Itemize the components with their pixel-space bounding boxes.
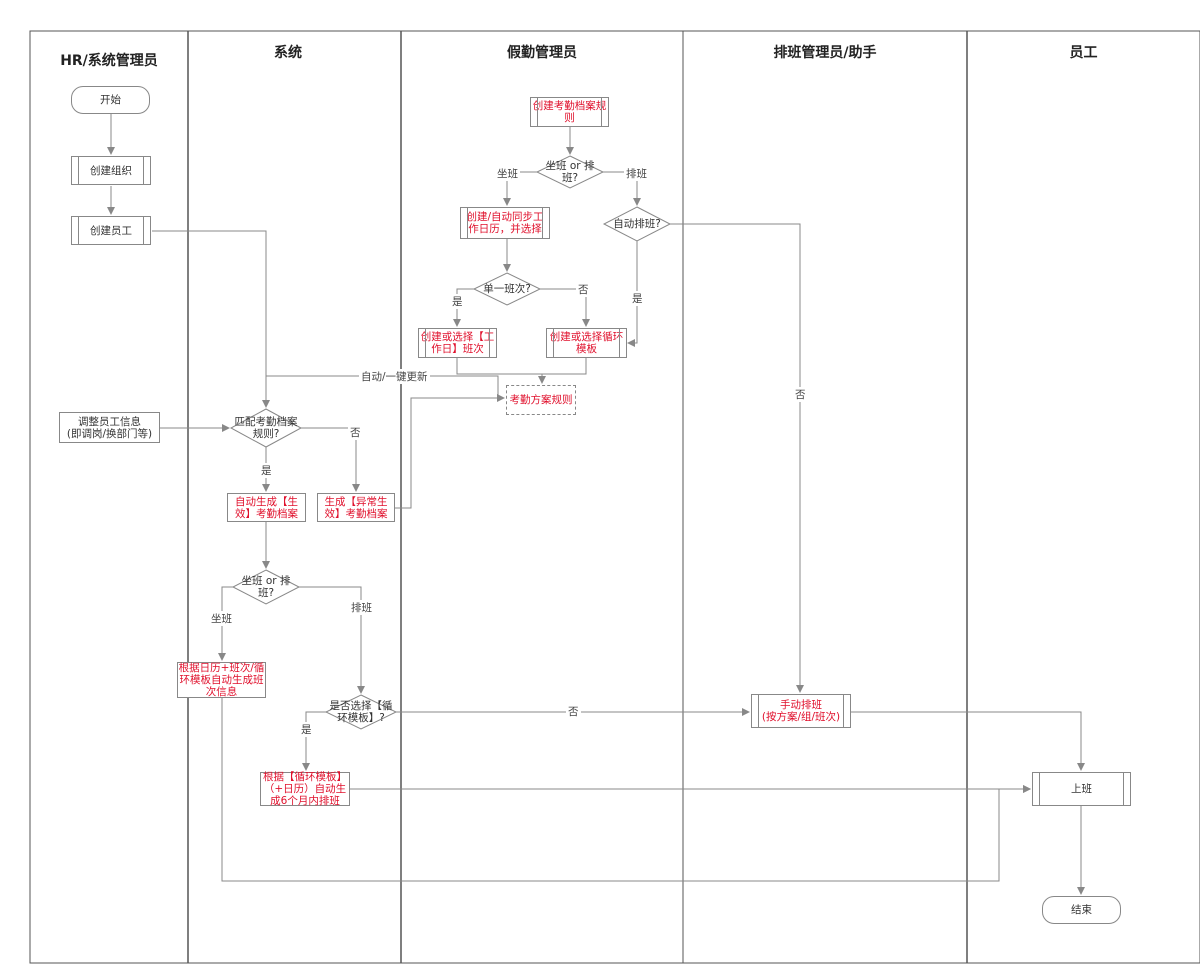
manual-schedule-node: 手动排班 (按方案/组/班次) (751, 694, 851, 728)
gen-abnormal-profile-node: 生成【异常生 效】考勤档案 (317, 493, 395, 522)
edge-cycle-yes (302, 711, 326, 771)
swimlane-frame (29, 30, 1200, 964)
create-workday-shift-node: 创建或选择【工 作日】班次 (418, 328, 497, 358)
edge-label-fixed-2: 坐班 (209, 611, 234, 626)
edge-decision2-fixed (218, 586, 233, 661)
edge-auto-yes (627, 241, 638, 347)
connectors (107, 114, 1085, 895)
create-org-node: 创建组织 (71, 156, 151, 185)
edge-workday-to-plan (456, 358, 546, 384)
attendance-plan-rule-node: 考勤方案规则 (506, 385, 576, 415)
edge-cycle-to-plan (542, 358, 587, 375)
lane-title-hr: HR/系统管理员 (60, 53, 158, 69)
edge-label-no-cycle: 否 (566, 704, 581, 719)
edge-single-yes (453, 288, 474, 327)
edge-label-no-auto: 否 (793, 387, 808, 402)
decision-single-shift (472, 272, 542, 306)
create-employee-node: 创建员工 (71, 216, 151, 245)
edge-employee-to-match (152, 230, 270, 408)
go-to-work-node: 上班 (1032, 772, 1131, 806)
decision-fixed-or-shift-1-text: 坐班 or 排 班? (545, 160, 595, 184)
lane-title-attendance-admin: 假勤管理员 (507, 45, 577, 61)
adjust-info-node: 调整员工信息 (即调岗/换部门等) (59, 412, 160, 443)
end-node: 结束 (1042, 896, 1121, 924)
edge-label-shift-1: 排班 (624, 166, 649, 181)
edge-decision2-shift (299, 586, 365, 694)
edge-label-fixed-1: 坐班 (495, 166, 520, 181)
decision-shapes (229, 155, 672, 730)
lane-title-employee: 员工 (1069, 45, 1098, 61)
decision-match-rule-text: 匹配考勤档案 规则? (234, 416, 298, 440)
edge-label-yes-match: 是 (259, 463, 274, 478)
edge-label-shift-2: 排班 (349, 600, 374, 615)
edge-label-yes-cycle: 是 (299, 722, 314, 737)
edge-label-yes-single: 是 (450, 294, 465, 309)
decision-fixed-or-shift-2 (231, 569, 301, 605)
edge-manual-to-work (851, 711, 1085, 771)
lane-title-scheduler: 排班管理员/助手 (773, 45, 877, 61)
gen-by-calendar-node: 根据日历+班次/循 环模板自动生成班 次信息 (177, 662, 266, 698)
start-node: 开始 (71, 86, 150, 114)
gen-6-months-node: 根据【循环模板】 （+日历）自动生 成6个月内排班 (260, 771, 350, 807)
edge-abnormal-to-plan (395, 394, 505, 509)
decision-select-cycle-text: 是否选择【循 环模板】? (329, 700, 393, 724)
decision-fixed-or-shift-1 (535, 155, 605, 189)
edge-label-no-match: 否 (348, 425, 363, 440)
decision-fixed-or-shift-2-text: 坐班 or 排 班? (241, 575, 291, 599)
lane-title-system: 系统 (274, 45, 302, 61)
create-rule-node: 创建考勤档案规 则 (530, 97, 609, 127)
decision-single-shift-text: 单一班次? (483, 283, 531, 295)
decision-auto-shift-text: 自动排班? (613, 218, 661, 230)
edge-auto-no (670, 223, 804, 693)
create-cycle-template-node: 创建或选择循环 模板 (546, 328, 627, 358)
create-calendar-node: 创建/自动同步工 作日历，并选择 (460, 207, 550, 239)
edge-label-no-single: 否 (576, 282, 591, 297)
edge-label-auto-update: 自动/一键更新 (359, 369, 430, 384)
decision-select-cycle (324, 694, 398, 730)
gen-valid-profile-node: 自动生成【生 效】考勤档案 (227, 493, 306, 522)
edge-label-yes-auto: 是 (630, 291, 645, 306)
